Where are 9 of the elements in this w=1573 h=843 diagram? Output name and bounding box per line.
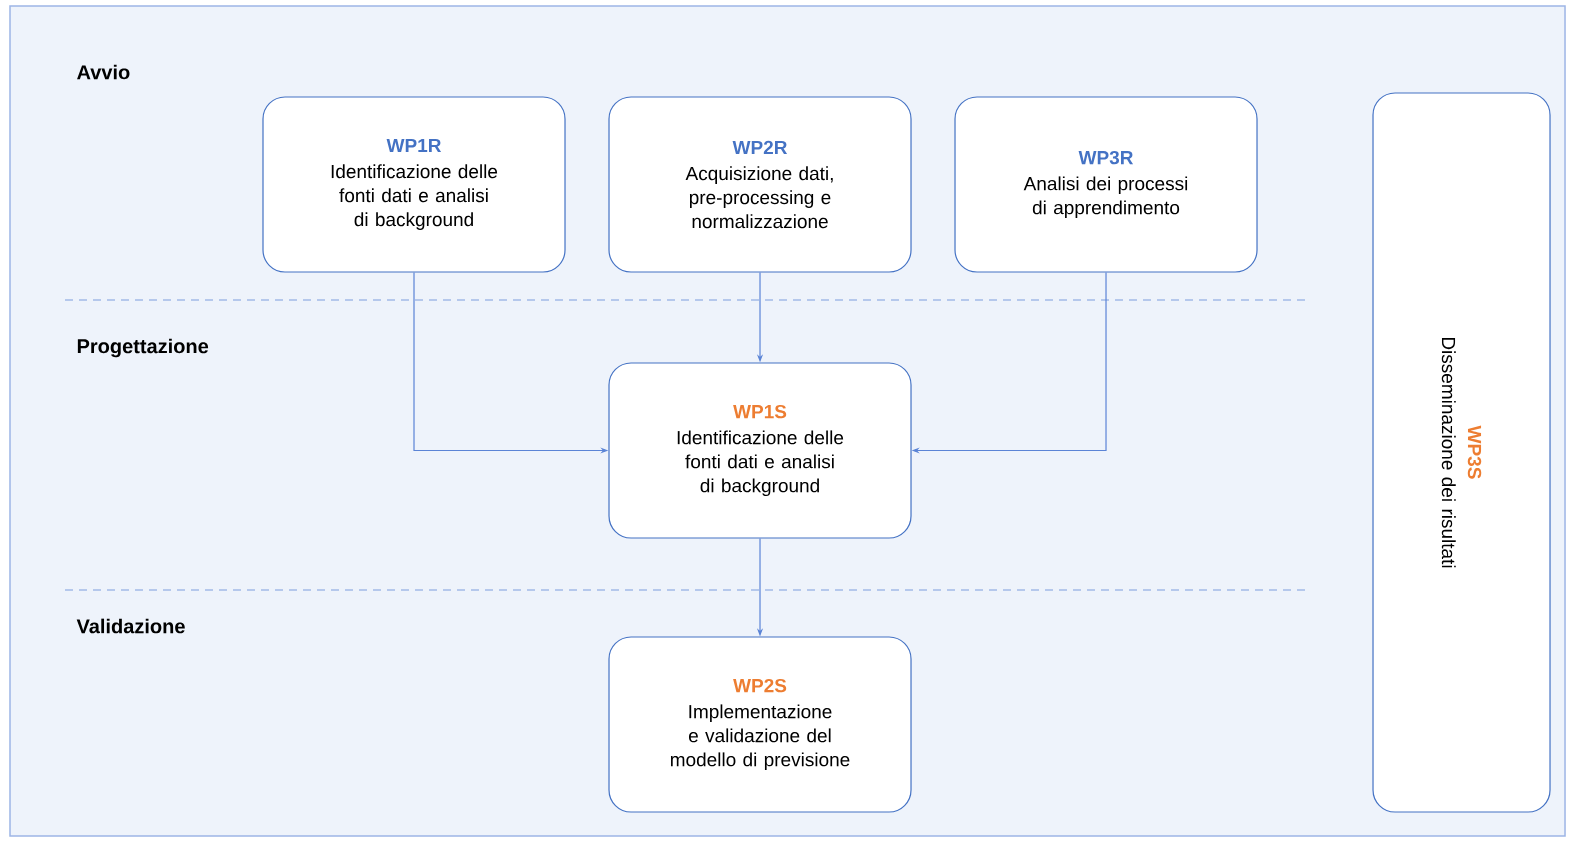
process-box: WP1S Identificazione delle fonti dati e analisi di background xyxy=(608,362,912,539)
phase-label: Avvio xyxy=(77,64,130,80)
process-box: WP3R Analisi dei processi di apprendimento xyxy=(954,96,1258,273)
phase-label: Validazione xyxy=(76,618,185,634)
process-box: WP3S Disseminazione dei risultati xyxy=(1372,92,1551,813)
process-box: WP1R Identificazione delle fonti dati e analisi di background xyxy=(262,96,566,273)
process-box: WP2S Implementazione e validazione del modello di previsione xyxy=(608,636,912,813)
process-box: WP2R Acquisizione dati, pre-processing e normalizzazione xyxy=(608,96,912,273)
phase-label: Progettazione xyxy=(77,338,209,358)
